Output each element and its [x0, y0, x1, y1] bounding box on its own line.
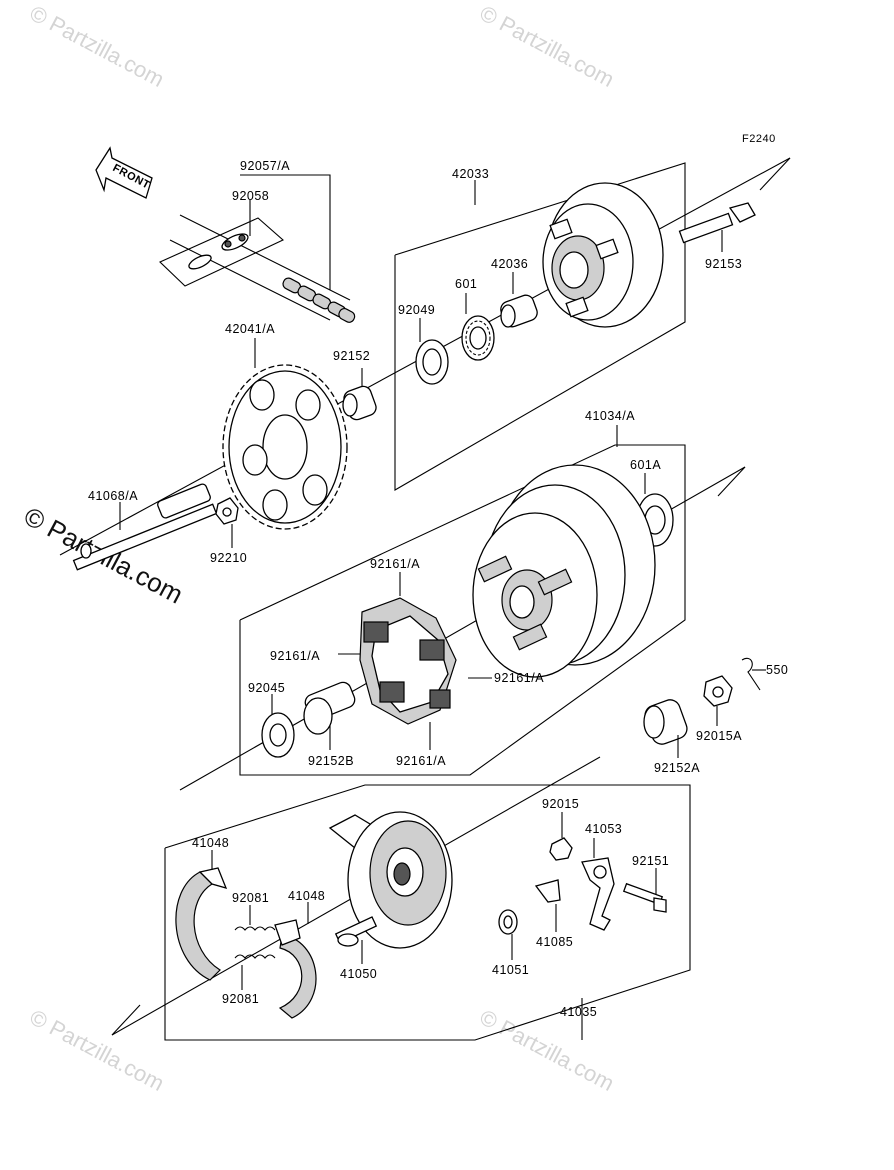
label-92058: 92058	[232, 189, 269, 203]
brake-springs	[234, 926, 276, 959]
indicator-41085	[534, 879, 561, 903]
label-41048-left: 41048	[192, 836, 229, 850]
label-92152B: 92152B	[308, 754, 354, 768]
label-550: 550	[766, 663, 788, 677]
brake-lever-41053	[581, 857, 615, 931]
label-92081-top: 92081	[232, 891, 269, 905]
label-92161A-right: 92161/A	[494, 671, 544, 685]
wheel-hub	[472, 464, 656, 678]
bearing-92045	[261, 712, 295, 758]
chain-joint	[159, 217, 284, 287]
coupling-42033	[542, 182, 664, 328]
label-92057A: 92057/A	[240, 159, 290, 173]
label-92152: 92152	[333, 349, 370, 363]
label-41048-right: 41048	[288, 889, 325, 903]
label-42033: 42033	[452, 167, 489, 181]
label-92161A-left: 92161/A	[270, 649, 320, 663]
label-92161A-top: 92161/A	[370, 557, 420, 571]
axle-41068	[72, 483, 218, 571]
label-92152A: 92152A	[654, 761, 700, 775]
label-601: 601	[455, 277, 477, 291]
figure-code: F2240	[742, 133, 776, 145]
brake-shoe-left	[175, 867, 228, 981]
label-601A: 601A	[630, 458, 661, 472]
spacer-42036	[500, 294, 538, 328]
brake-panel	[328, 811, 453, 949]
label-92045: 92045	[248, 681, 285, 695]
damper-rubbers	[359, 597, 457, 725]
label-92015A: 92015A	[696, 729, 742, 743]
label-92153: 92153	[705, 257, 742, 271]
label-41068A: 41068/A	[88, 489, 138, 503]
label-92081-bottom: 92081	[222, 992, 259, 1006]
label-92210: 92210	[210, 551, 247, 565]
bolt-92151	[622, 882, 667, 913]
label-92015: 92015	[542, 797, 579, 811]
label-41053: 41053	[585, 822, 622, 836]
seal-92049	[415, 339, 449, 385]
part-labels: 92057/A 92058 42033 92153 42036 601 9204…	[88, 159, 788, 1019]
watermark-bottom-left: © Partzilla.com	[26, 1004, 169, 1096]
rear-sprocket	[222, 364, 348, 530]
drive-chain	[282, 277, 356, 323]
watermark-top-left: © Partzilla.com	[26, 0, 169, 92]
bearing-601	[461, 315, 495, 361]
label-41035: 41035	[560, 1005, 597, 1019]
label-41051: 41051	[492, 963, 529, 977]
watermark-top-right: © Partzilla.com	[476, 0, 619, 92]
brake-shoe-right	[274, 919, 317, 1019]
nut-92015A	[703, 675, 733, 707]
collar-92152	[342, 385, 377, 421]
label-42041A: 42041/A	[225, 322, 275, 336]
label-41085: 41085	[536, 935, 573, 949]
label-92049: 92049	[398, 303, 435, 317]
label-41050: 41050	[340, 967, 377, 981]
label-92161A-bottom: 92161/A	[396, 754, 446, 768]
brake-cam-41050	[334, 916, 378, 947]
bolt-92153	[678, 202, 756, 244]
collar-92152B	[303, 681, 356, 735]
collar-92152A	[643, 699, 688, 745]
label-42036: 42036	[491, 257, 528, 271]
label-41034A: 41034/A	[585, 409, 635, 423]
cotter-pin-550	[741, 657, 761, 691]
nut-92210	[215, 497, 239, 525]
seal-41051	[498, 909, 518, 935]
front-arrow: FRONT	[95, 146, 153, 199]
label-92151: 92151	[632, 854, 669, 868]
nut-92015	[549, 837, 573, 861]
